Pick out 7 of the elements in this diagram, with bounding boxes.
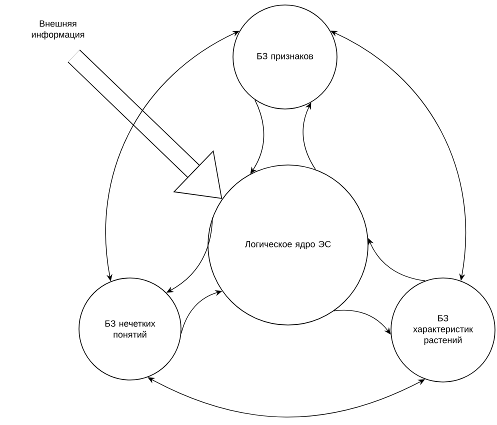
circle-node: Логическое ядро ЭС bbox=[208, 164, 368, 326]
circle-node: БЗ нечетких понятий bbox=[78, 278, 182, 380]
circle-node: БЗ характеристик растений bbox=[390, 278, 496, 382]
arrow bbox=[368, 238, 426, 282]
text-label: Внешняя информация bbox=[32, 20, 84, 40]
circle-node: БЗ признаков bbox=[232, 4, 338, 110]
block-arrow bbox=[68, 50, 222, 199]
